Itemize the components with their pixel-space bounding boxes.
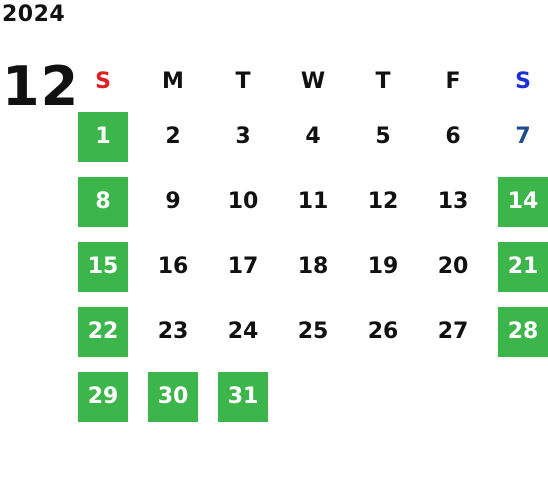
empty-day-cell: [278, 364, 348, 429]
day-cell[interactable]: 31: [208, 364, 278, 429]
day-cell[interactable]: 30: [138, 364, 208, 429]
day-cell[interactable]: 15: [68, 234, 138, 299]
day-cell[interactable]: 10: [208, 169, 278, 234]
weekday-header-row: S M T W T F S: [68, 60, 548, 104]
day-number: 2: [165, 124, 181, 149]
day-number: 24: [227, 319, 259, 344]
day-cell[interactable]: 27: [418, 299, 488, 364]
week-row: 15 16 17 18 19 20 21: [68, 234, 548, 299]
day-cell[interactable]: 23: [138, 299, 208, 364]
day-cell[interactable]: 8: [68, 169, 138, 234]
day-cell[interactable]: 19: [348, 234, 418, 299]
day-cell[interactable]: 25: [278, 299, 348, 364]
day-number: 18: [297, 254, 329, 279]
day-number: 29: [78, 371, 128, 422]
day-number: 13: [437, 189, 469, 214]
day-cell[interactable]: 17: [208, 234, 278, 299]
day-number: 19: [367, 254, 399, 279]
week-row: 1 2 3 4 5 6 7: [68, 104, 548, 169]
year-label: 2024: [2, 2, 66, 27]
day-cell[interactable]: 5: [348, 104, 418, 169]
weekday-monday: M: [162, 69, 184, 94]
day-cell[interactable]: 24: [208, 299, 278, 364]
day-cell[interactable]: 16: [138, 234, 208, 299]
month-label: 12: [2, 55, 80, 118]
day-number: 4: [305, 124, 321, 149]
day-cell[interactable]: 6: [418, 104, 488, 169]
day-cell[interactable]: 28: [488, 299, 548, 364]
day-cell[interactable]: 11: [278, 169, 348, 234]
week-row: 8 9 10 11 12 13 14: [68, 169, 548, 234]
day-cell[interactable]: 12: [348, 169, 418, 234]
day-number: 17: [227, 254, 259, 279]
day-cell[interactable]: 21: [488, 234, 548, 299]
day-number: 23: [157, 319, 189, 344]
day-number: 14: [498, 176, 548, 227]
day-number: 10: [227, 189, 259, 214]
day-cell[interactable]: 26: [348, 299, 418, 364]
day-number: 30: [148, 371, 198, 422]
day-cell[interactable]: 14: [488, 169, 548, 234]
day-cell[interactable]: 13: [418, 169, 488, 234]
day-cell[interactable]: 2: [138, 104, 208, 169]
day-number: 22: [78, 306, 128, 357]
day-number: 3: [235, 124, 251, 149]
weekday-thursday: T: [375, 69, 391, 94]
day-cell[interactable]: 7: [488, 104, 548, 169]
day-cell[interactable]: 29: [68, 364, 138, 429]
day-number: 12: [367, 189, 399, 214]
day-cell[interactable]: 1: [68, 104, 138, 169]
day-number: 9: [165, 189, 181, 214]
day-number: 20: [437, 254, 469, 279]
day-number: 16: [157, 254, 189, 279]
day-number: 27: [437, 319, 469, 344]
empty-day-cell: [488, 364, 548, 429]
day-number: 6: [445, 124, 461, 149]
weekday-saturday: S: [515, 69, 531, 94]
weekday-tuesday: T: [235, 69, 251, 94]
day-number: [428, 372, 478, 422]
week-row: 29 30 31: [68, 364, 548, 429]
day-number: 25: [297, 319, 329, 344]
day-cell[interactable]: 20: [418, 234, 488, 299]
empty-day-cell: [418, 364, 488, 429]
day-number: 8: [78, 176, 128, 227]
day-number: 1: [78, 111, 128, 162]
day-number: 21: [498, 241, 548, 292]
day-number: 11: [297, 189, 329, 214]
weekday-friday: F: [445, 69, 461, 94]
empty-day-cell: [348, 364, 418, 429]
day-number: 5: [375, 124, 391, 149]
day-number: 26: [367, 319, 399, 344]
day-cell[interactable]: 4: [278, 104, 348, 169]
day-cell[interactable]: 9: [138, 169, 208, 234]
day-cell[interactable]: 18: [278, 234, 348, 299]
day-cell[interactable]: 3: [208, 104, 278, 169]
day-cell[interactable]: 22: [68, 299, 138, 364]
day-number: [288, 372, 338, 422]
weekday-wednesday: W: [300, 69, 326, 94]
day-number: 31: [218, 371, 268, 422]
day-number: [358, 372, 408, 422]
day-number: 15: [78, 241, 128, 292]
day-number: 28: [498, 306, 548, 357]
weekday-sunday: S: [95, 69, 111, 94]
week-row: 22 23 24 25 26 27 28: [68, 299, 548, 364]
day-number: [498, 372, 548, 422]
day-number: 7: [515, 124, 531, 149]
